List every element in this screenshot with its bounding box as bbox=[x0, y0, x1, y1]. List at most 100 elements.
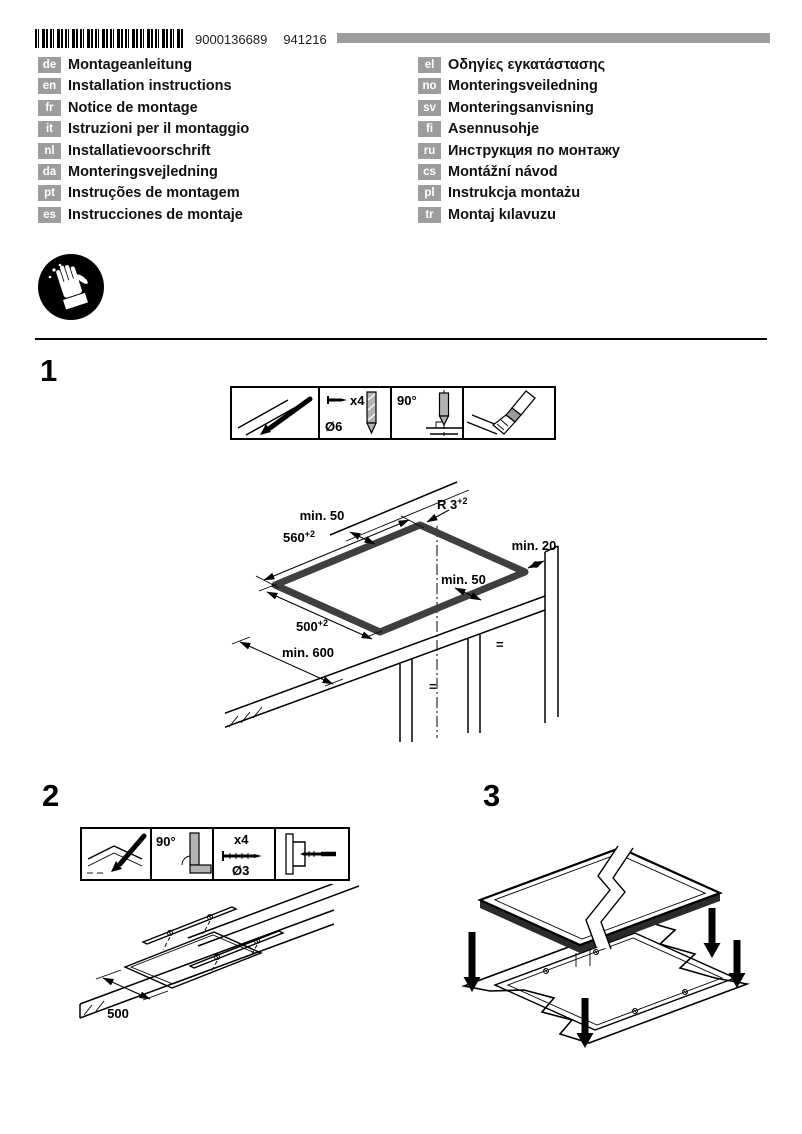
perpendicular-drilling-icon: 90° bbox=[397, 390, 462, 436]
language-label: Monteringsveiledning bbox=[448, 78, 598, 95]
language-row: de Montageanleitung bbox=[38, 57, 249, 73]
language-label: Instruções de montagem bbox=[68, 185, 240, 202]
screwdriver-icon bbox=[285, 833, 336, 875]
screw-icon bbox=[327, 396, 347, 404]
language-row: tr Montaj kılavuzu bbox=[418, 206, 620, 223]
worktop-outline bbox=[225, 481, 546, 728]
language-label: Installation instructions bbox=[68, 78, 232, 95]
dim-cutout-depth: 500+2 bbox=[296, 618, 328, 634]
language-code-badge: da bbox=[38, 163, 61, 180]
language-code-badge: es bbox=[38, 206, 61, 223]
screw-icon: x4 Ø3 bbox=[222, 832, 262, 878]
tool-square-90: 90° bbox=[152, 829, 214, 879]
step-1-toolbar: x4 Ø6 90° bbox=[230, 386, 556, 440]
cutout-opening bbox=[271, 521, 529, 636]
dim-min600: min. 600 bbox=[282, 645, 334, 660]
hob-panel bbox=[477, 845, 723, 967]
equal-spacing-mark-2: = bbox=[429, 679, 437, 694]
mounting-rails bbox=[141, 906, 285, 975]
worktop-outline bbox=[79, 884, 360, 1019]
down-arrow bbox=[728, 940, 746, 988]
gloves-pictogram bbox=[38, 254, 104, 320]
language-label: Istruzioni per il montaggio bbox=[68, 121, 250, 138]
language-code-badge: fr bbox=[38, 99, 61, 116]
language-label: Montageanleitung bbox=[68, 57, 193, 73]
language-code-badge: no bbox=[418, 78, 441, 95]
dim-min20: min. 20 bbox=[512, 538, 557, 553]
language-label: Installatievoorschrift bbox=[68, 142, 211, 159]
angle-label: 90° bbox=[397, 393, 417, 408]
language-label: Инструкция по монтажу bbox=[448, 142, 620, 159]
language-label: Monteringsvejledning bbox=[68, 163, 218, 180]
tool-marking bbox=[232, 388, 320, 438]
language-row: es Instrucciones de montaje bbox=[38, 206, 249, 223]
language-row: no Monteringsveiledning bbox=[418, 78, 620, 95]
tool-drill-x4: x4 Ø6 bbox=[320, 388, 392, 438]
screw-shape bbox=[222, 851, 262, 861]
dia3-label: Ø3 bbox=[232, 863, 249, 878]
tool-bracket-screw bbox=[276, 829, 342, 879]
sealant-brush-icon bbox=[466, 390, 536, 435]
tool-marking bbox=[82, 829, 152, 879]
language-label: Montaj kılavuzu bbox=[448, 206, 556, 223]
language-code-badge: en bbox=[38, 78, 61, 95]
scriber-pencil-icon bbox=[237, 396, 313, 436]
dia6-label: Ø6 bbox=[325, 419, 342, 434]
tool-perpendicular: 90° bbox=[392, 388, 464, 438]
down-arrow bbox=[576, 998, 594, 1048]
language-label: Instrucciones de montaje bbox=[68, 206, 243, 223]
insertion-arrows bbox=[463, 908, 746, 1048]
language-code-badge: pl bbox=[418, 185, 441, 202]
step3-hob-insertion-diagram bbox=[461, 845, 750, 1048]
dimension-lines bbox=[231, 509, 545, 687]
glove-shape bbox=[56, 265, 88, 310]
language-row: pl Instrukcja montażu bbox=[418, 185, 620, 202]
language-row: el Οδηγίες εγκατάστασης bbox=[418, 57, 620, 73]
language-code-badge: it bbox=[38, 121, 61, 138]
cutout-opening bbox=[123, 931, 263, 989]
language-label: Notice de montage bbox=[68, 99, 198, 116]
drill-bit-icon: x4 Ø6 bbox=[325, 391, 377, 435]
language-code-badge: fi bbox=[418, 121, 441, 138]
down-arrow bbox=[463, 932, 481, 992]
language-code-badge: el bbox=[418, 57, 441, 73]
language-row: en Installation instructions bbox=[38, 78, 249, 95]
language-code-badge: ru bbox=[418, 142, 441, 159]
scriber-pencil-icon bbox=[87, 833, 147, 874]
step2-rail-mounting-diagram: 500 bbox=[79, 884, 360, 1021]
step-3-number: 3 bbox=[483, 778, 501, 813]
language-code-badge: tr bbox=[418, 206, 441, 223]
step-2-toolbar: 90° x4 Ø3 bbox=[80, 827, 350, 881]
language-code-badge: nl bbox=[38, 142, 61, 159]
language-code-badge: de bbox=[38, 57, 61, 73]
language-label: Monteringsanvisning bbox=[448, 99, 594, 116]
language-row: it Istruzioni per il montaggio bbox=[38, 121, 250, 138]
drill-bit bbox=[366, 391, 377, 435]
dimension-500: 500 bbox=[95, 969, 169, 1021]
dim-min50-right: min. 50 bbox=[441, 572, 486, 587]
language-label: Montážní návod bbox=[448, 163, 558, 180]
section-divider bbox=[35, 338, 767, 340]
x4-label: x4 bbox=[234, 832, 249, 847]
tool-sealant-brush bbox=[464, 388, 548, 438]
tool-screws-x4: x4 Ø3 bbox=[214, 829, 276, 879]
side-panel bbox=[544, 545, 559, 723]
language-label: Asennusohje bbox=[448, 121, 540, 138]
step-2-number: 2 bbox=[42, 778, 60, 813]
break-tear bbox=[586, 846, 633, 949]
step1-cutout-dimensions-diagram: min. 50 R 3+2 560+2 min. 20 min. 50 500+… bbox=[225, 481, 559, 742]
language-row: fr Notice de montage bbox=[38, 99, 249, 116]
language-label: Οδηγίες εγκατάστασης bbox=[448, 57, 606, 73]
try-square-icon: 90° bbox=[156, 832, 212, 874]
angle-label: 90° bbox=[156, 834, 176, 849]
dim-min50-top: min. 50 bbox=[300, 508, 345, 523]
language-row: ru Инструкция по монтажу bbox=[418, 142, 620, 159]
language-label: Instrukcja montażu bbox=[448, 185, 581, 202]
language-list-left: de Montageanleitung en Installation instru… bbox=[38, 57, 249, 228]
x4-label: x4 bbox=[350, 393, 365, 408]
